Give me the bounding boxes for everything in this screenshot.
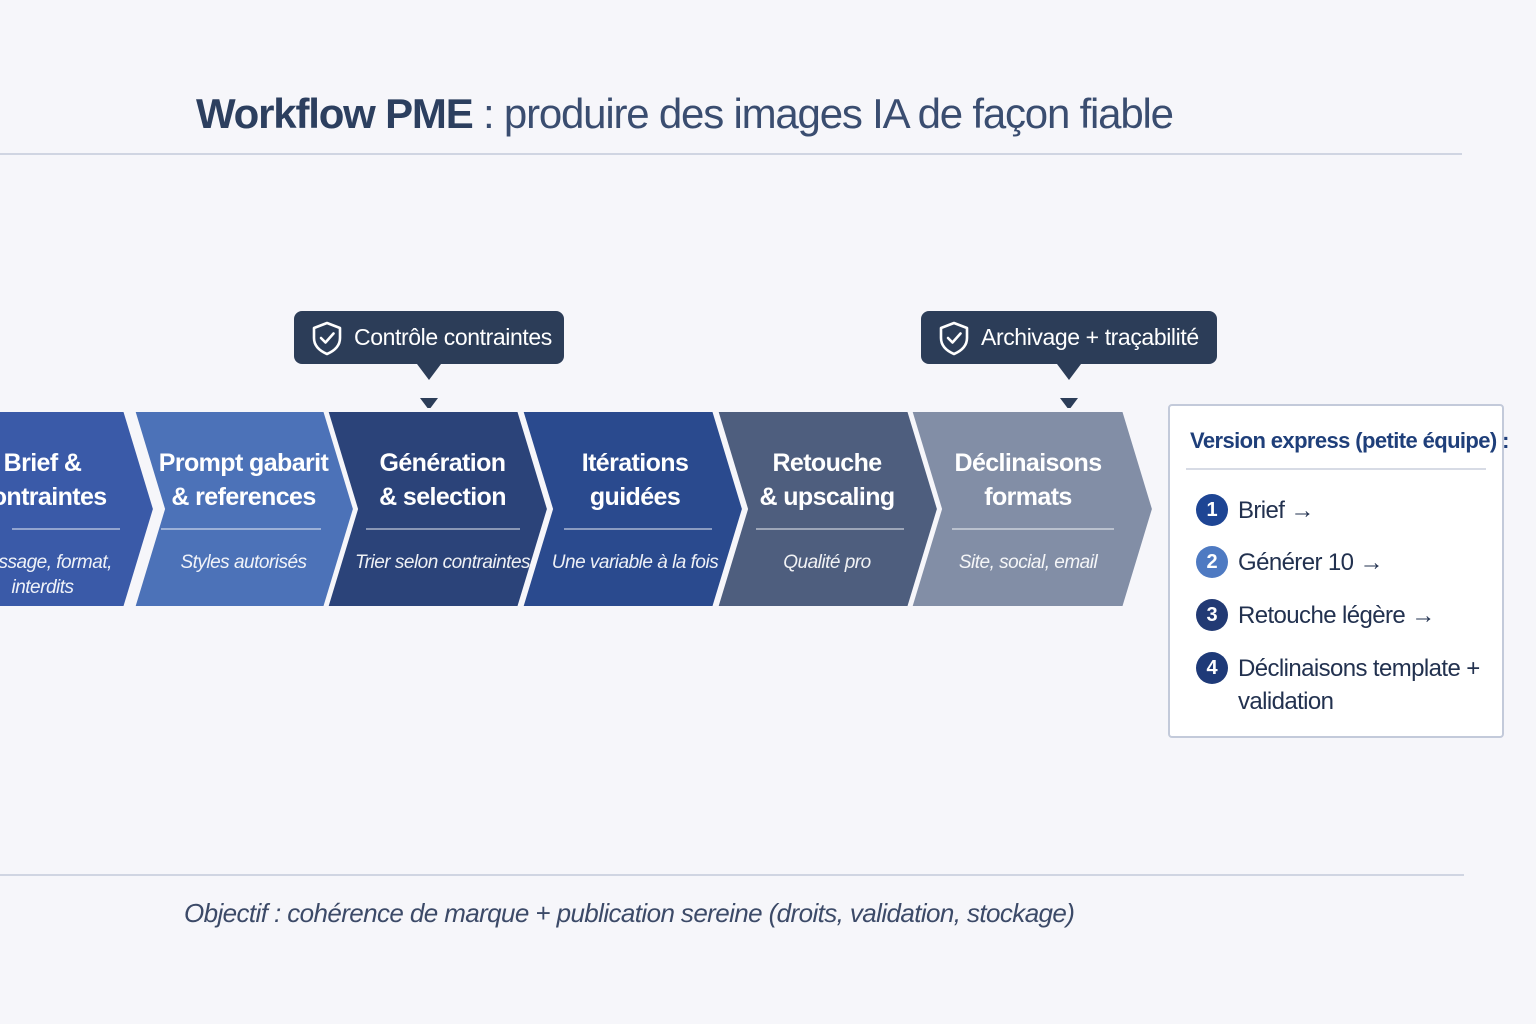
step-divider — [12, 528, 120, 530]
callout-archivage-tracabilite: Archivage + traçabilité — [921, 311, 1217, 410]
step-divider — [161, 528, 321, 530]
express-item-label: Générer 10 → — [1238, 549, 1383, 576]
bottom-divider — [0, 874, 1464, 876]
callout-label: Contrôle contraintes — [354, 324, 552, 350]
step-subtitle: Styles autorisés — [180, 552, 307, 573]
step-title: Prompt gabarit & references — [158, 449, 329, 511]
chevron-declinaisons — [907, 408, 1157, 608]
step-retouche-upscaling: Retouche & upscaling Qualité pro — [732, 408, 922, 608]
step-subtitle: Une variable à la fois — [551, 552, 719, 573]
callout-controle-contraintes: Contrôle contraintes — [294, 311, 564, 410]
step-number-badge: 1 — [1196, 494, 1228, 526]
title-rest: : produire des images IA de façon fiable — [472, 90, 1174, 137]
step-number-badge: 3 — [1196, 599, 1228, 631]
top-divider — [0, 153, 1462, 155]
step-generation-selection: Génération & selection Trier selon contr… — [344, 408, 541, 608]
callout-pointer — [420, 398, 438, 410]
step-number-badge: 4 — [1196, 652, 1228, 684]
express-item-label: Déclinaisons template + validation — [1238, 655, 1480, 715]
step-divider — [756, 528, 904, 530]
step-prompt-gabarit: Prompt gabarit & references Styles autor… — [146, 408, 341, 608]
step-number-badge: 2 — [1196, 546, 1228, 578]
step-declinaisons-formats: Déclinaisons formats Site, social, email — [928, 408, 1128, 608]
step-title: Génération & selection — [379, 449, 506, 511]
step-divider — [564, 528, 712, 530]
shield-check-icon — [312, 321, 342, 355]
step-subtitle: Site, social, email — [958, 552, 1098, 573]
express-item-3: 3 Retouche légère → — [1196, 599, 1496, 632]
step-divider — [366, 528, 520, 530]
callout-label: Archivage + traçabilité — [981, 324, 1199, 350]
express-item-label: Retouche légère → — [1238, 602, 1435, 629]
footer-objective: Objectif : cohérence de marque + publica… — [184, 898, 1075, 928]
title-strong: Workflow PME — [196, 90, 474, 137]
express-item-label: Brief → — [1238, 497, 1314, 524]
step-title: Déclinaisons formats — [954, 449, 1102, 511]
step-divider — [952, 528, 1114, 530]
step-title: Retouche & upscaling — [759, 449, 895, 511]
chevron-brief — [0, 408, 158, 608]
express-divider — [1186, 468, 1486, 470]
step-title: Brief & contraintes — [0, 449, 107, 511]
express-version-panel: Version express (petite équipe) : 1 Brie… — [1168, 404, 1509, 738]
step-subtitle: Qualité pro — [783, 552, 871, 573]
step-subtitle: Message, format, interdits — [0, 552, 112, 598]
step-title: Itérations guidées — [581, 449, 689, 511]
step-brief-contraintes: Brief & contraintes Message, format, int… — [0, 408, 165, 608]
express-item-2: 2 Générer 10 → — [1196, 546, 1496, 579]
express-title: Version express (petite équipe) : — [1190, 428, 1509, 453]
step-subtitle: Trier selon contraintes — [354, 552, 531, 573]
express-item-1: 1 Brief → — [1196, 494, 1496, 527]
page-title: Workflow PME : produire des images IA de… — [196, 84, 1296, 144]
callout-pointer — [1060, 398, 1078, 410]
express-item-4: 4 Déclinaisons template + validation — [1196, 652, 1496, 718]
shield-check-icon — [939, 321, 969, 355]
workflow-chevrons — [0, 408, 1157, 608]
step-iterations-guidees: Itérations guidées Une variable à la foi… — [538, 408, 732, 608]
